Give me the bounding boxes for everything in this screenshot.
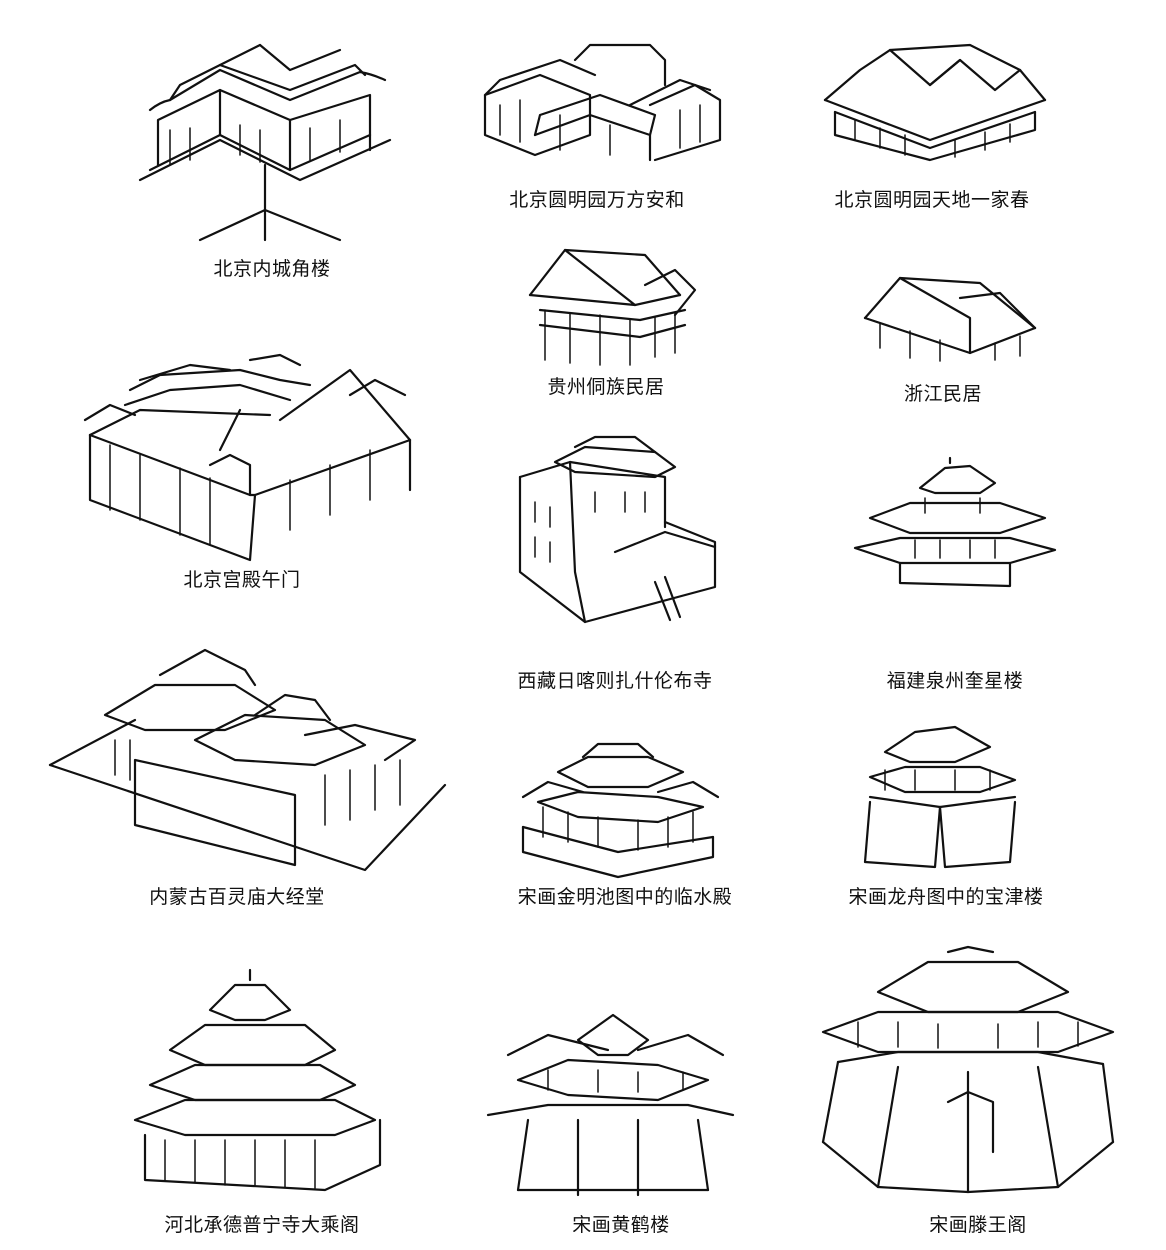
drawing-wanfang-anhe	[483, 43, 722, 162]
figure-zhejiang-house	[860, 268, 1040, 363]
caption-bailing-temple: 内蒙古百灵庙大经堂	[149, 886, 325, 908]
drawing-dacheng-pavilion	[133, 968, 382, 1192]
caption-kuixing-tower: 福建泉州奎星楼	[886, 670, 1024, 692]
caption-beijing-corner-tower: 北京内城角楼	[213, 258, 331, 280]
drawing-zhejiang-house	[863, 276, 1037, 362]
drawing-yellow-crane-tower	[486, 1013, 735, 1197]
caption-wanfang-anhe: 北京圆明园万方安和	[509, 189, 685, 211]
caption-yellow-crane-tower: 宋画黄鹤楼	[572, 1214, 670, 1236]
caption-tengwang-pavilion: 宋画滕王阁	[929, 1214, 1027, 1236]
figure-guizhou-dong-house	[525, 245, 700, 366]
caption-meridian-gate: 北京宫殿午门	[183, 569, 301, 591]
caption-zhejiang-house: 浙江民居	[903, 383, 983, 405]
drawing-meridian-gate	[83, 353, 412, 562]
figure-bailing-temple	[45, 645, 450, 872]
drawing-corner-tower	[138, 43, 392, 242]
caption-guizhou-dong-house: 贵州侗族民居	[547, 376, 665, 398]
drawing-tengwang-pavilion	[821, 945, 1115, 1194]
figure-linshui-hall	[518, 742, 720, 879]
drawing-kuixing-tower	[853, 456, 1057, 588]
figure-meridian-gate	[80, 350, 420, 562]
caption-baojin-tower: 宋画龙舟图中的宝津楼	[848, 886, 1044, 908]
drawing-dong-house	[528, 248, 697, 366]
figure-yellow-crane-tower	[486, 1010, 738, 1197]
drawing-bailing-temple	[48, 648, 447, 872]
figure-dacheng-pavilion	[125, 968, 385, 1192]
figure-tiandi-yijiachun	[820, 40, 1050, 162]
figure-beijing-corner-tower	[138, 40, 400, 242]
figure-tashilhunpo	[515, 432, 720, 624]
figure-tengwang-pavilion	[818, 945, 1118, 1194]
caption-tiandi-yijiachun: 北京圆明园天地一家春	[834, 189, 1030, 211]
figure-baojin-tower	[860, 722, 1020, 869]
drawing-tashilhunpo	[518, 435, 717, 624]
caption-tashilhunpo: 西藏日喀则扎什伦布寺	[517, 670, 713, 692]
drawing-baojin-tower	[863, 725, 1017, 869]
drawing-linshui-hall	[521, 742, 720, 879]
caption-linshui-hall: 宋画金明池图中的临水殿	[517, 886, 733, 908]
figure-wanfang-anhe	[480, 40, 725, 162]
figure-kuixing-tower	[850, 456, 1060, 588]
caption-dacheng-pavilion: 河北承德普宁寺大乘阁	[164, 1214, 360, 1236]
drawing-tiandi-yijiachun	[823, 43, 1047, 162]
